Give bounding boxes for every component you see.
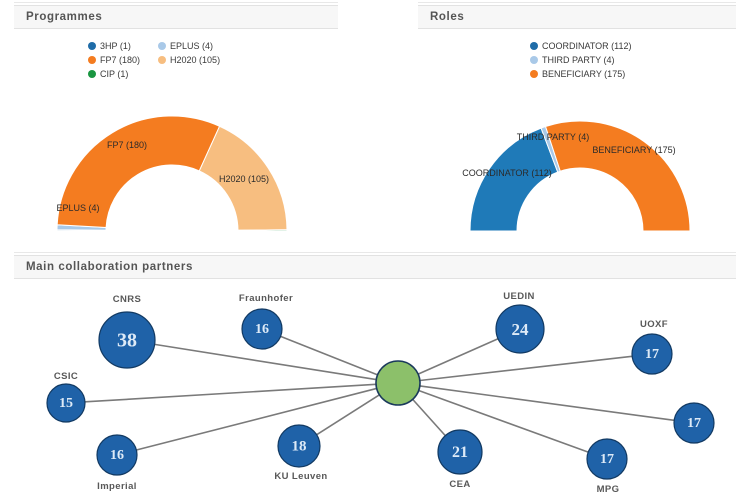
programmes-top-rule: [14, 2, 338, 3]
network-node-unlabeled-8[interactable]: [673, 402, 715, 444]
programmes-slice-label-1: H2020 (105): [219, 174, 269, 184]
network-node-label-uedin: UEDIN: [503, 291, 535, 302]
legend-swatch-beneficiary: [530, 70, 538, 78]
network-edge-csic: [84, 383, 377, 403]
legend-swatch-eplus: [158, 42, 167, 50]
legend-item-eplus[interactable]: EPLUS (4): [158, 40, 220, 52]
network-node-cnrs[interactable]: [98, 311, 156, 369]
programmes-gauge[interactable]: FP7 (180) H2020 (105) EPLUS (4): [56, 115, 288, 232]
network-node-value-csic: 15: [59, 396, 73, 411]
legend-item-cip[interactable]: CIP (1): [88, 68, 140, 80]
legend-swatch-third-party: [530, 56, 538, 64]
legend-swatch-fp7: [88, 56, 96, 64]
roles-slice-label-1: THIRD PARTY (4): [517, 132, 590, 142]
network-node-label-fraunhofer: Fraunhofer: [239, 293, 293, 304]
network-node-csic[interactable]: [46, 383, 86, 423]
network-node-label-imperial: Imperial: [97, 481, 137, 492]
network-edges: [84, 335, 675, 453]
legend-label-3hp: 3HP (1): [100, 41, 131, 51]
network-edge-ku-leuven: [316, 394, 380, 436]
legend-label-beneficiary: BENEFICIARY (175): [542, 69, 626, 79]
network-node-label-cea: CEA: [449, 479, 470, 490]
programmes-slice-label-0: FP7 (180): [107, 140, 147, 150]
network-edge-cea: [412, 398, 446, 437]
legend-swatch-cip: [88, 70, 96, 78]
legend-item-beneficiary[interactable]: BENEFICIARY (175): [530, 68, 632, 80]
legend-swatch-3hp: [88, 42, 96, 50]
roles-gauge[interactable]: COORDINATOR (112) THIRD PARTY (4)BENEFICI…: [462, 120, 691, 232]
gauges-layer: FP7 (180) H2020 (105) EPLUS (4) COORDINATO…: [56, 115, 691, 232]
legend-label-h2020: H2020 (105): [170, 55, 221, 65]
network-edge-mpg: [418, 389, 589, 453]
legend-swatch-h2020: [158, 56, 167, 64]
legend-label-cip: CIP (1): [100, 69, 129, 79]
legend-label-coordinator: COORDINATOR (112): [542, 41, 632, 51]
legend-label-fp7: FP7 (180): [100, 55, 141, 65]
network-node-value-unlabeled-8: 17: [687, 416, 701, 431]
network-node-uoxf[interactable]: [631, 333, 673, 375]
network-node-uedin[interactable]: [495, 304, 545, 354]
network-node-label-uoxf: UOXF: [640, 319, 668, 330]
network-node-value-uoxf: 17: [645, 347, 659, 362]
network-node-cea[interactable]: [437, 429, 483, 475]
programmes-panel-header: Programmes: [14, 5, 338, 29]
network-node-value-mpg: 17: [600, 452, 614, 467]
roles-panel-title: Roles: [430, 11, 465, 23]
partners-panel-header: Main collaboration partners: [14, 255, 736, 279]
network-node-value-uedin: 24: [512, 320, 530, 339]
network-edge-cnrs: [154, 343, 377, 381]
network-node-mpg[interactable]: [586, 438, 628, 480]
network-node-fraunhofer[interactable]: [241, 308, 283, 350]
network-node-label-mpg: MPG: [597, 484, 620, 495]
roles-slice-label-0: COORDINATOR (112): [462, 168, 552, 178]
network-edge-uoxf: [419, 355, 633, 382]
partners-panel-title: Main collaboration partners: [26, 261, 194, 273]
network-edge-uedin: [417, 337, 499, 375]
legend-item-fp7[interactable]: FP7 (180): [88, 54, 140, 66]
network-node-value-fraunhofer: 16: [255, 322, 269, 337]
network-node-imperial[interactable]: [96, 434, 138, 476]
programmes-slice-fp7[interactable]: [56, 115, 221, 228]
programmes-slice-cip[interactable]: [237, 229, 288, 232]
legend-item-3hp[interactable]: 3HP (1): [88, 40, 140, 52]
network-node-value-cea: 21: [452, 444, 468, 461]
network-edge-imperial: [136, 387, 377, 451]
network-node-value-ku-leuven: 18: [292, 439, 307, 455]
partners-top-rule: [14, 252, 736, 253]
roles-slice-label-2: BENEFICIARY (175): [592, 145, 675, 155]
network-node-ku-leuven[interactable]: [277, 424, 321, 468]
network-node-value-imperial: 16: [110, 448, 124, 463]
network-node-value-cnrs: 38: [117, 330, 137, 352]
roles-slice-beneficiary[interactable]: [544, 120, 691, 232]
roles-legend: COORDINATOR (112) THIRD PARTY (4) BENEFI…: [530, 40, 632, 80]
legend-item-coordinator[interactable]: COORDINATOR (112): [530, 40, 632, 52]
network-edge-node-8: [419, 385, 675, 422]
programmes-panel-title: Programmes: [26, 11, 103, 23]
network-edge-fraunhofer: [280, 335, 378, 376]
programmes-legend: 3HP (1) EPLUS (4) FP7 (180) H2020 (105) …: [88, 40, 220, 80]
legend-label-eplus: EPLUS (4): [170, 41, 214, 51]
network-node-label-csic: CSIC: [54, 371, 78, 382]
legend-swatch-coordinator: [530, 42, 538, 50]
legend-item-h2020[interactable]: H2020 (105): [158, 54, 220, 66]
roles-top-rule: [418, 2, 736, 3]
legend-item-third-party[interactable]: THIRD PARTY (4): [530, 54, 632, 66]
roles-panel-header: Roles: [418, 5, 736, 29]
network-node-label-ku-leuven: KU Leuven: [274, 471, 327, 482]
programmes-slice-label-2: EPLUS (4): [56, 203, 99, 213]
legend-label-third-party: THIRD PARTY (4): [542, 55, 615, 65]
network-node-label-cnrs: CNRS: [113, 294, 142, 305]
network-center-node[interactable]: [375, 360, 421, 406]
